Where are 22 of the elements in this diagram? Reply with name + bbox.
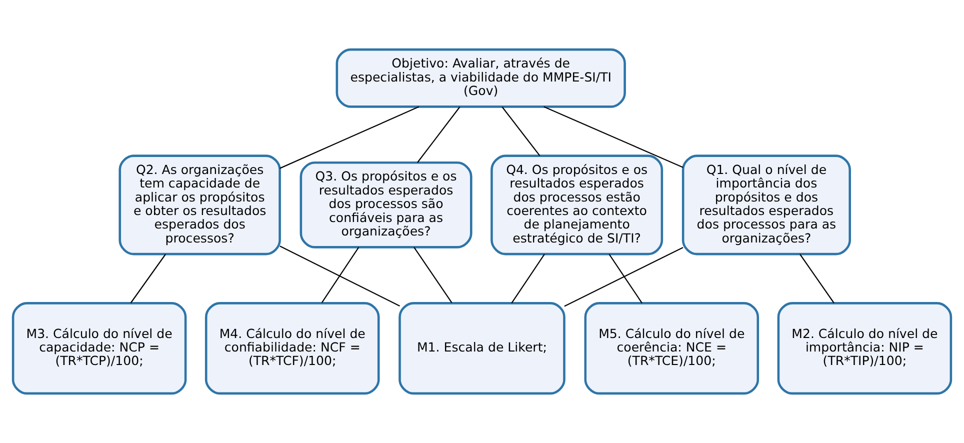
node-box: M4. Cálculo do nível de confiabilidade: NCF = (TR*TCF)/100; [204, 302, 380, 395]
node-box: M3. Cálculo do nível de capacidade: NCP = (TR*TCP)/100; [12, 302, 187, 395]
connector [511, 254, 545, 304]
node-box: Q2. As organizações tem capacidade de aplicar os propósitos e obter os resultados esperados dos processos? [118, 154, 281, 256]
node-box: Objetivo: Avaliar, através de especialistas, a viabilidade do MMPE-SI/TI (Gov) [336, 48, 626, 108]
connector [564, 246, 684, 307]
node-box: M2. Cálculo do nível de importância: NIP = (TR*TIP)/100; [777, 302, 952, 395]
connector [608, 254, 642, 304]
node-box: M1. Escala de Likert; [398, 302, 566, 395]
node-box: Q3. Os propósitos e os resultados esperados dos processos são confiáveis para as organizações? [300, 162, 472, 248]
connector [321, 246, 360, 304]
connector [280, 246, 400, 307]
connector [130, 254, 166, 304]
connector [417, 106, 460, 163]
connector [544, 106, 684, 168]
connector [280, 106, 420, 169]
node-box: Q1. Qual o nível de importância dos propósitos e dos resultados esperados dos processos para as organizações? [682, 154, 851, 256]
connector [800, 254, 834, 304]
connector [502, 106, 540, 156]
connector [414, 246, 452, 304]
node-box: Q4. Os propósitos e os resultados esperados dos processos estão coerentes ao contexto de planejamento estratégico de SI/TI? [490, 154, 664, 256]
node-box: M5. Cálculo do nível de coerência: NCE = (TR*TCE)/100; [584, 302, 760, 395]
